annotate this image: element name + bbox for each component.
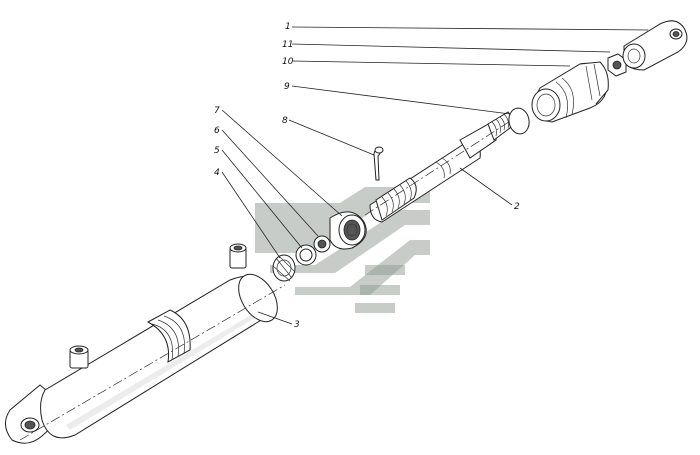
- o-ring-9: [508, 107, 530, 135]
- callout-2: 2: [514, 202, 520, 212]
- piston-rod: [364, 111, 516, 223]
- washer-5: [295, 244, 317, 266]
- leader-lines: [221, 26, 649, 325]
- callout-7: 7: [214, 106, 220, 116]
- callout-10: 10: [282, 57, 294, 67]
- cylinder-body: [5, 243, 286, 444]
- end-fitting-10: [531, 61, 609, 123]
- callout-3: 3: [294, 320, 300, 330]
- seal-ring-6: [313, 235, 331, 253]
- hex-nut-11: [607, 53, 627, 77]
- callout-11: 11: [282, 40, 293, 50]
- callout-4: 4: [214, 168, 220, 178]
- rod-eye: [622, 20, 688, 71]
- bushing-7: [329, 211, 367, 250]
- cotter-pin: [373, 146, 384, 181]
- gland-nut: [272, 254, 296, 282]
- callout-labels: 1 11 10 9 8 7 6 5 4 3 2: [214, 22, 520, 330]
- callout-9: 9: [284, 82, 290, 92]
- callout-1: 1: [285, 22, 291, 32]
- callout-8: 8: [282, 116, 288, 126]
- callout-6: 6: [214, 126, 220, 136]
- callout-5: 5: [214, 146, 220, 156]
